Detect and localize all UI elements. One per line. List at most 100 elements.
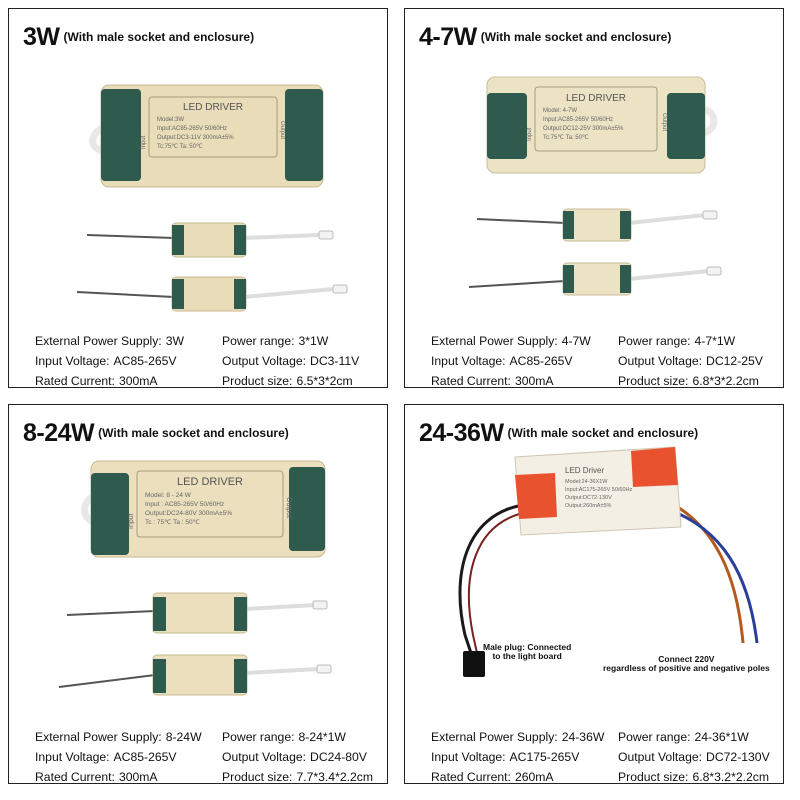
wattage-heading: 4-7W [419, 23, 477, 51]
label-temp: Tc:75℃ Ta: 50℃ [543, 135, 589, 141]
spec-row: External Power Supply:24-36W Power range… [431, 727, 781, 747]
label-output: Output:DC24-80V 300mA±5% [145, 510, 232, 517]
spec-row: Input Voltage:AC85-265V Output Voltage:D… [35, 351, 385, 371]
orange-end-cap [515, 473, 557, 519]
label-side-output: Output [661, 113, 667, 131]
spec-row: Rated Current:300mA Product size:7.7*3.4… [35, 767, 385, 784]
label-input: Input:AC85-265V 50/60Hz [157, 126, 227, 132]
label-title: LED DRIVER [183, 102, 243, 113]
label-model: Model: 8 - 24 W [145, 492, 192, 499]
spec-cell: Rated Current:300mA [35, 770, 158, 784]
wire [703, 105, 718, 137]
spec-table: External Power Supply:24-36W Power range… [431, 727, 781, 783]
wire [66, 610, 156, 616]
label-input: Input : AC85-265V 50/60Hz [145, 501, 224, 508]
label-input: Input:AC175-265V 50/60Hz [565, 487, 633, 493]
green-end-cap [172, 279, 184, 309]
spec-cell: External Power Supply:4-7W [431, 334, 591, 348]
green-end-cap [172, 225, 184, 255]
green-end-cap [234, 597, 247, 631]
product-photo: LED DRIVER Model:3W Input:AC85-265V 50/6… [76, 84, 348, 312]
product-panel-8-24w: 8-24W(With male socket and enclosure) LE… [8, 404, 388, 784]
product-panel-4-7w: 4-7W(With male socket and enclosure) LED… [404, 8, 784, 388]
spec-cell: External Power Supply:8-24W [35, 730, 202, 744]
wire [476, 218, 566, 224]
wire [243, 287, 335, 299]
wire [76, 291, 175, 298]
spec-cell: External Power Supply:24-36W [431, 730, 605, 744]
spec-cell: Output Voltage:DC3-11V [222, 354, 360, 368]
spec-row: Rated Current:300mA Product size:6.8*3*2… [431, 371, 781, 388]
label-title: LED DRIVER [177, 476, 243, 488]
label-title: LED Driver [565, 466, 604, 475]
wire [468, 280, 566, 288]
panel-title: 4-7W(With male socket and enclosure) [419, 23, 671, 52]
wattage-heading: 8-24W [23, 419, 95, 447]
wattage-heading: 3W [23, 23, 60, 51]
green-end-cap [563, 265, 574, 293]
panel-title: 8-24W(With male socket and enclosure) [23, 419, 289, 448]
product-photo: LED DRIVER Model: 8 - 24 W Input : AC85-… [58, 460, 332, 696]
green-end-cap [289, 467, 325, 551]
connect-220v-note: Connect 220V regardless of positive and … [603, 654, 770, 673]
label-temp: Tc:75℃ Ta: 50℃ [157, 144, 203, 150]
connector-plug [332, 284, 348, 294]
green-end-cap [91, 473, 129, 555]
spec-row: External Power Supply:4-7W Power range:4… [431, 331, 781, 351]
connector-plug [318, 230, 334, 240]
label-output: Output:DC3-11V 300mA±5% [157, 135, 234, 141]
driver-body [152, 654, 248, 696]
label-model: Model:3W [157, 117, 184, 123]
label-side-output: Output [285, 497, 292, 518]
green-end-cap [487, 93, 527, 159]
product-panel-3w: 3W(With male socket and enclosure) LED D… [8, 8, 388, 388]
male-plug-note: Male plug: Connected to the light board [483, 642, 572, 661]
label-input: Input:AC85-265V 50/60Hz [543, 117, 613, 123]
spec-cell: Input Voltage:AC85-265V [35, 354, 177, 368]
spec-cell: Power range:4-7*1W [618, 334, 736, 348]
wire [628, 213, 706, 225]
spec-cell: Rated Current:300mA [431, 374, 554, 388]
spec-cell: Output Voltage:DC12-25V [618, 354, 763, 368]
label-box [534, 86, 658, 152]
wire [86, 234, 175, 239]
wire [628, 269, 710, 281]
connector-plug [706, 266, 722, 276]
label-output: Output:DC12-25V 300mA±5% [543, 126, 624, 132]
green-end-cap [667, 93, 705, 159]
spec-cell: Output Voltage:DC24-80V [222, 750, 367, 764]
green-end-cap [563, 211, 574, 239]
wire [244, 667, 320, 675]
spec-cell: Product size:6.8*3*2.2cm [618, 374, 759, 388]
green-end-cap [234, 225, 246, 255]
spec-row: Input Voltage:AC85-265V Output Voltage:D… [431, 351, 781, 371]
spec-row: Rated Current:260mA Product size:6.8*3.2… [431, 767, 781, 783]
spec-row: Input Voltage:AC85-265V Output Voltage:D… [35, 747, 385, 767]
label-box [148, 96, 278, 158]
driver-body [152, 592, 248, 634]
spec-cell: Rated Current:300mA [35, 374, 158, 388]
wire [244, 603, 316, 611]
spec-cell: External Power Supply:3W [35, 334, 184, 348]
green-end-cap [234, 279, 246, 309]
product-panel-24-36w: 24-36W(With male socket and enclosure) L… [404, 404, 784, 784]
input-wire-blue [666, 507, 759, 644]
spec-row: External Power Supply:3W Power range:3*1… [35, 331, 385, 351]
label-title: LED DRIVER [566, 93, 626, 104]
spec-cell: Power range:3*1W [222, 334, 329, 348]
label-current: Output:260mA±5% [565, 503, 612, 509]
wire [243, 233, 320, 240]
spec-cell: Input Voltage:AC175-265V [431, 750, 580, 764]
product-photo: LED Driver Model:24-36X1W Input:AC175-26… [458, 446, 759, 677]
connector-plug [702, 210, 718, 220]
label-model: Model:24-36X1W [565, 479, 608, 485]
label-side-input: Input [141, 135, 147, 149]
green-end-cap [620, 211, 631, 239]
wire [58, 674, 156, 688]
label-side-input: Input [527, 127, 533, 141]
panel-title: 24-36W(With male socket and enclosure) [419, 419, 698, 448]
green-end-cap [620, 265, 631, 293]
spec-table: External Power Supply:3W Power range:3*1… [35, 331, 385, 388]
output-wire [458, 503, 524, 654]
spec-table: External Power Supply:4-7W Power range:4… [431, 331, 781, 388]
